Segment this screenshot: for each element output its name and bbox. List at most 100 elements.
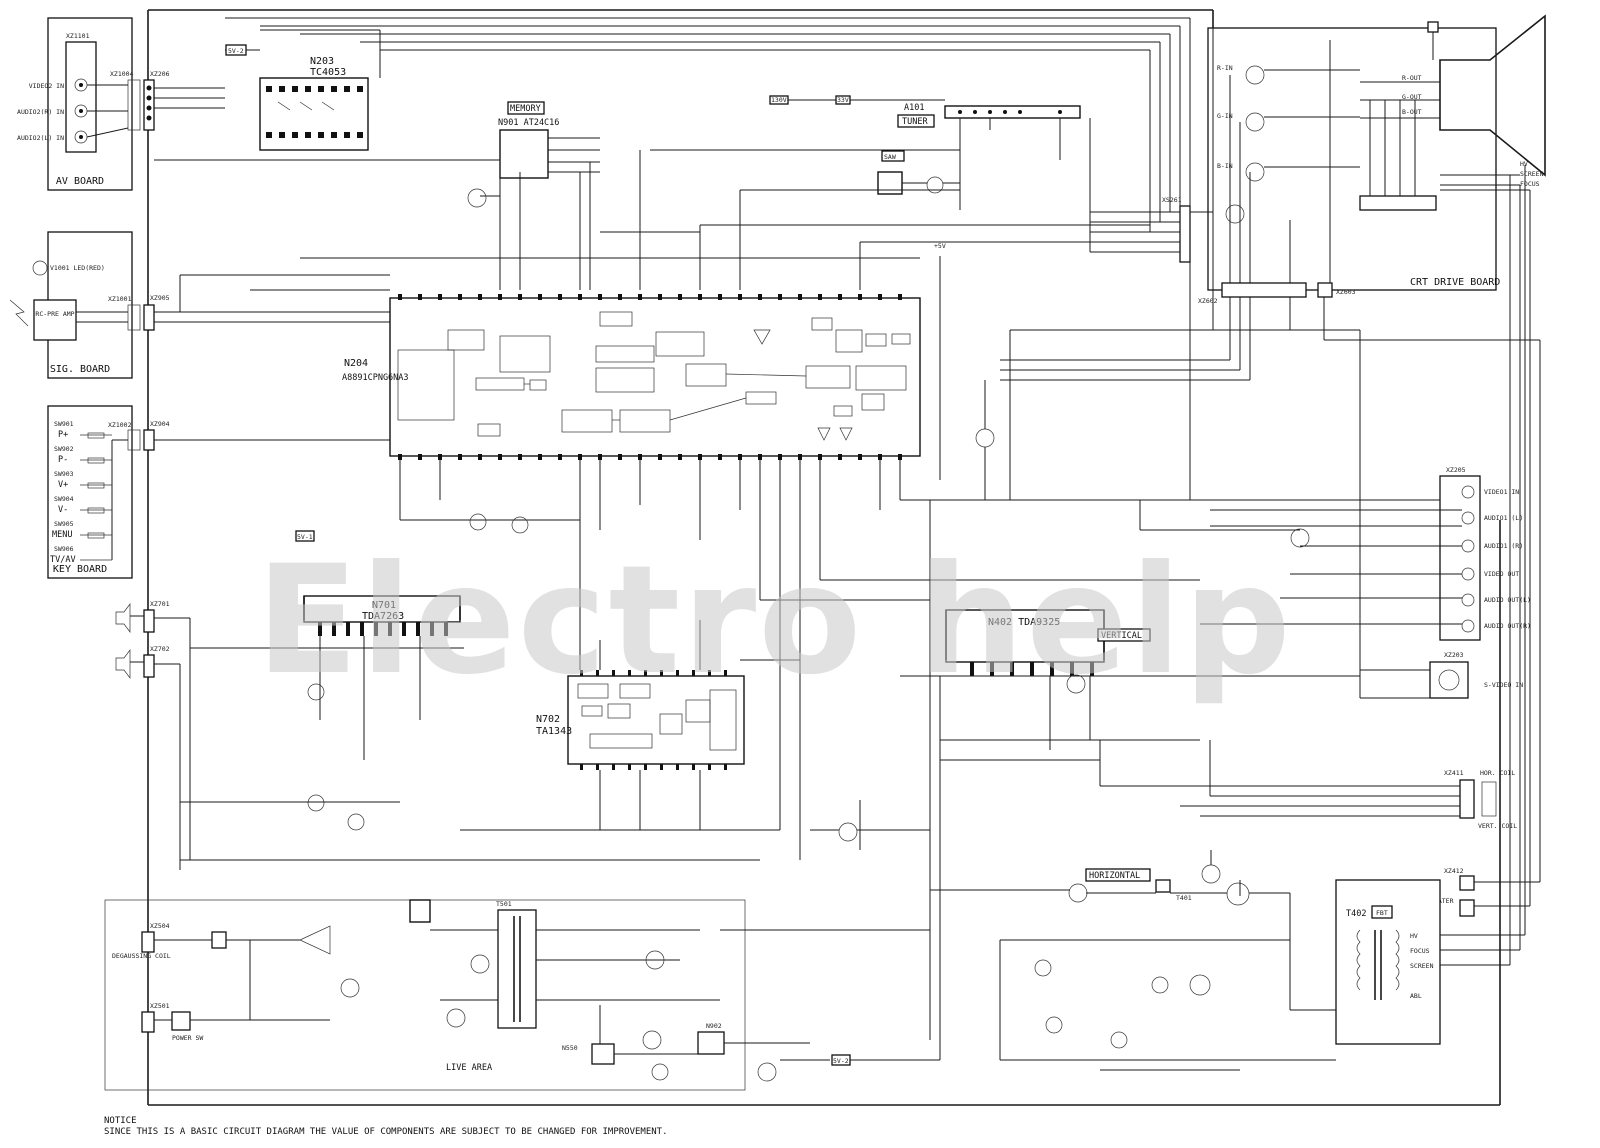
- xz1101-label: XZ1101: [66, 32, 90, 40]
- key-sw905-ref: SW905: [54, 520, 74, 528]
- fbt-abl-label: ABL: [1410, 992, 1422, 1000]
- xz411-yoke: XZ411 HOR. COIL VERT. COIL: [1100, 769, 1517, 830]
- main-board-frame: [147, 9, 1501, 1106]
- rail-5v1-text: 5V-1: [297, 533, 313, 541]
- notice-block: NOTICE SINCE THIS IS A BASIC CIRCUIT DIA…: [104, 1116, 668, 1138]
- svideo-label: S-VIDEO IN: [1484, 681, 1523, 689]
- xs261-label: XS261: [1162, 196, 1182, 204]
- crt-bin-label: B-IN: [1217, 162, 1233, 170]
- xz702-label: XZ702: [150, 645, 170, 653]
- fbt-screen-label: SCREEN: [1410, 962, 1434, 970]
- power-supply-area: LIVE AREA XZ504 DEGAUSSING COIL XZ501 PO…: [104, 500, 941, 1091]
- sig-led-label: V1001 LED(RED): [50, 264, 105, 272]
- key-sw902-label: P-: [58, 455, 68, 465]
- notice-title: NOTICE: [104, 1116, 137, 1126]
- tuner-label: TUNER: [902, 117, 928, 127]
- crt-board-label: CRT DRIVE BOARD: [1410, 277, 1500, 288]
- live-area-label: LIVE AREA: [446, 1063, 492, 1073]
- key-board-label: KEY BOARD: [53, 564, 107, 575]
- key-sw901-ref: SW901: [54, 420, 74, 428]
- vertical-label: VERTICAL: [1101, 631, 1142, 641]
- rear-video1-in: VIDEO1 IN: [1484, 488, 1519, 496]
- t402-label: T402: [1346, 909, 1366, 919]
- degauss-label: DEGAUSSING COIL: [112, 952, 171, 960]
- rear-audio-out-r: AUDIO OUT(R): [1484, 622, 1531, 630]
- speaker-outputs: XZ701 XZ702: [115, 600, 191, 870]
- n701-audio-amp: N701 TDA7263: [180, 595, 760, 861]
- crt-hv-label: HV: [1520, 160, 1528, 168]
- a101-label: A101: [904, 103, 924, 113]
- saw-label: SAW: [884, 153, 896, 161]
- xz206-label: XZ206: [150, 70, 170, 78]
- xz203-label: XZ203: [1444, 651, 1464, 659]
- n204-part: A8891CPNG6NA3: [342, 373, 409, 383]
- n204-top-pins: [398, 294, 902, 300]
- key-board: KEY BOARD XZ1002 XZ904 SW901 P+ SW902 P-…: [47, 405, 390, 579]
- n204-main-ic: N204 A8891CPNG6NA3: [342, 294, 921, 460]
- n550-label: N550: [562, 1044, 578, 1052]
- rail-5v-1-tag: 5V-1: [295, 530, 315, 542]
- av-audio2l-in-label: AUDIO2(L) IN: [17, 134, 64, 142]
- yoke-vert-label: VERT. COIL: [1478, 822, 1517, 830]
- yoke-hor-label: HOR. COIL: [1480, 769, 1515, 777]
- key-sw904-ref: SW904: [54, 495, 74, 503]
- key-sw901-label: P+: [58, 430, 68, 440]
- n901-eeprom: MEMORY N901 AT24C16: [498, 101, 600, 290]
- rail-130v-text: 130V: [771, 96, 787, 104]
- saw-filter: SAW: [877, 150, 960, 195]
- key-ladder-resistors: [80, 432, 112, 561]
- crt-drive-board: CRT DRIVE BOARD R-IN G-IN B-IN R-OUT G-O…: [1207, 14, 1546, 291]
- fbt-focus-label: FOCUS: [1410, 947, 1430, 955]
- xz602-xz603-connectors: XZ602 XZ603: [1000, 282, 1540, 381]
- crt-rout-label: R-OUT: [1402, 74, 1422, 82]
- horizontal-output: HORIZONTAL T401: [930, 850, 1336, 1071]
- xz1002-label: XZ1002: [108, 421, 132, 429]
- n702-ref: N702: [536, 714, 560, 725]
- fbt-hv-label: HV: [1410, 932, 1418, 940]
- sig-board: SIG. BOARD V1001 LED(RED) RC-PRE AMP XZ1…: [9, 231, 390, 379]
- t401-label: T401: [1176, 894, 1192, 902]
- av-audio2r-in-label: AUDIO2(R) IN: [17, 108, 64, 116]
- xz501-label: XZ501: [150, 1002, 170, 1010]
- av-board: AV BOARD XZ1101 XZ1004 VIDEO2 IN AUDIO2(…: [17, 17, 141, 191]
- crt-gin-label: G-IN: [1217, 112, 1233, 120]
- key-sw903-label: V+: [58, 480, 68, 490]
- rail-plus5v-text: +5V: [934, 242, 946, 250]
- xz1001-label: XZ1001: [108, 295, 132, 303]
- xz205-label: XZ205: [1446, 466, 1466, 474]
- notice-body: SINCE THIS IS A BASIC CIRCUIT DIAGRAM TH…: [104, 1127, 668, 1137]
- key-sw906-label: TV/AV: [50, 555, 76, 565]
- key-sw906-ref: SW906: [54, 545, 74, 553]
- tuner-module: A101 TUNER 33V 130V: [769, 95, 1081, 210]
- xz904-label: XZ904: [150, 420, 170, 428]
- n702-part: TA1343: [536, 726, 572, 737]
- n701-ref: N701: [372, 600, 396, 611]
- xz412-label: XZ412: [1444, 867, 1464, 875]
- xz504-label: XZ504: [150, 922, 170, 930]
- n203-part: TC4053: [310, 67, 346, 78]
- n204-bus-wiring: [154, 149, 1440, 620]
- remote-preamp-label: RC-PRE AMP: [35, 310, 74, 318]
- n701-part: TDA7263: [362, 611, 404, 622]
- xz411-label: XZ411: [1444, 769, 1464, 777]
- xz203-svideo: XZ203 S-VIDEO IN: [1360, 651, 1523, 699]
- n901-label: N901 AT24C16: [498, 118, 559, 128]
- xz603-label: XZ603: [1336, 288, 1356, 296]
- xz1004-label: XZ1004: [110, 70, 134, 78]
- power-sw-label: POWER SW: [172, 1034, 203, 1042]
- rail-5v2-text: 5V-2: [228, 47, 244, 55]
- n402-label: N402 TDA9325: [988, 617, 1060, 628]
- xz701-label: XZ701: [150, 600, 170, 608]
- av-video2-in-label: VIDEO2 IN: [29, 82, 64, 90]
- n203-ref: N203: [310, 56, 334, 67]
- rear-audio1-l: AUDIO1 (L): [1484, 514, 1523, 522]
- watermark-text: Electro help: [256, 534, 1293, 708]
- crt-bout-label: B-OUT: [1402, 108, 1422, 116]
- n203-switch-ic: N203 TC4053: [225, 29, 381, 151]
- fbt-transformer: T402 FBT HV FOCUS SCREEN ABL: [1335, 165, 1526, 1045]
- crt-gout-label: G-OUT: [1402, 93, 1422, 101]
- n902-label: N902: [706, 1022, 722, 1030]
- key-switch-list: SW901 P+ SW902 P- SW903 V+ SW904 V- SW90…: [50, 420, 76, 565]
- crt-rin-label: R-IN: [1217, 64, 1233, 72]
- fbt-label: FBT: [1376, 909, 1388, 917]
